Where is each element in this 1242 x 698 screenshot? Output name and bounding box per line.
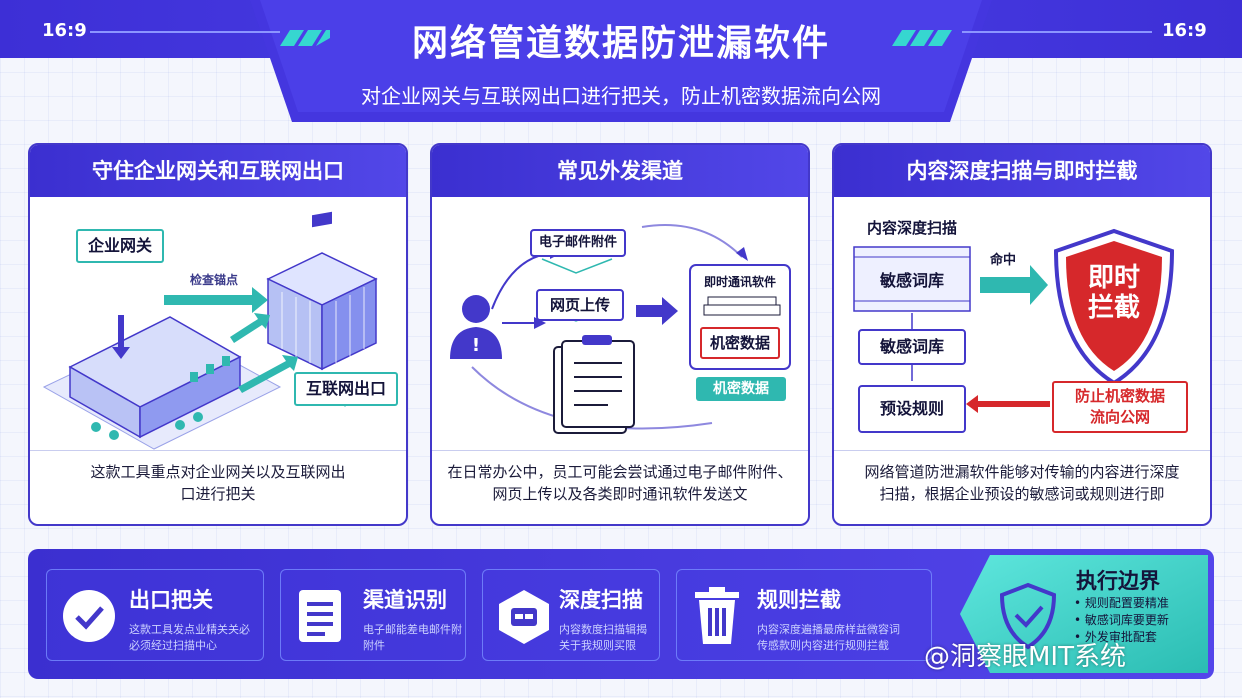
panel-channels-desc: 在日常办公中，员工可能会尝试通过电子邮件附件、 网页上传以及各类即时通讯软件发送…	[432, 450, 808, 524]
boundary-item: • 敏感词库要更新	[1074, 613, 1169, 627]
boundary-list: • 规则配置要精准 • 敏感词库要更新 • 外发审批配套	[1074, 595, 1169, 646]
feature-desc-scan-line1: 内容数度扫描辑揭	[559, 623, 647, 636]
feature-title-rule: 规则拦截	[757, 588, 841, 612]
feature-desc-exit-line2: 必须经过扫描中心	[129, 639, 217, 652]
preset-rule-label: 预设规则	[858, 385, 966, 433]
watermark: @洞察眼MIT系统	[924, 642, 1126, 672]
page-title: 网络管道数据防泄漏软件	[411, 23, 830, 64]
trash-icon	[695, 587, 739, 644]
header-rule-right	[892, 30, 1152, 46]
enterprise-gateway-label: 企业网关	[76, 229, 164, 263]
web-upload-label: 网页上传	[536, 289, 624, 321]
block-public-line2: 流向公网	[1089, 408, 1150, 426]
panel-scan-title: 内容深度扫描与即时拦截	[834, 145, 1210, 197]
feature-card-channel: 渠道识别 电子邮能差电邮件附 附件	[280, 569, 466, 661]
panel-gateway-desc-line2: 口进行把关	[180, 485, 256, 503]
panel-scan-desc-line1: 网络管道防泄漏软件能够对传输的内容进行深度	[864, 463, 1180, 481]
panel-channels-title: 常见外发渠道	[432, 145, 808, 197]
feature-desc-scan: 内容数度扫描辑揭 关于我规则买限	[559, 622, 647, 654]
gateway-illustration	[42, 211, 378, 450]
boundary-item-text: 外发审批配套	[1084, 630, 1157, 644]
boundary-title: 执行边界	[1076, 569, 1160, 593]
feature-desc-exit: 这款工具发点业精关关必 必须经过扫描中心	[129, 622, 250, 654]
instant-block-line2: 拦截	[1087, 293, 1140, 323]
lexicon-label-2: 敏感词库	[858, 329, 966, 365]
feature-desc-channel: 电子邮能差电邮件附 附件	[363, 622, 462, 654]
feature-desc-rule-line1: 内容深度遍播最席样益微容词	[757, 623, 900, 636]
panel-channels-desc-line1: 在日常办公中，员工可能会尝试通过电子邮件附件、	[447, 463, 793, 481]
boundary-item: • 外发审批配套	[1074, 630, 1157, 644]
hit-label: 命中	[990, 253, 1017, 268]
header-rule-left	[90, 30, 330, 46]
instant-block-text: 即时 拦截	[1066, 263, 1162, 323]
panel-channels: 常见外发渠道 !	[430, 143, 810, 526]
checkpoint-label: 检查锚点	[190, 273, 239, 287]
block-public-box: 防止机密数据 流向公网	[1052, 381, 1188, 433]
boundary-item-text: 敏感词库要更新	[1084, 613, 1169, 627]
block-public-line1: 防止机密数据	[1074, 387, 1165, 405]
document-icon	[553, 335, 635, 434]
check-icon	[63, 590, 115, 642]
feature-desc-exit-line1: 这款工具发点业精关关必	[129, 623, 250, 636]
page-subtitle: 对企业网关与互联网出口进行把关，防止机密数据流向公网	[361, 84, 881, 108]
execution-boundary-panel	[960, 555, 1208, 673]
feature-title-scan: 深度扫描	[559, 588, 643, 612]
panel-gateway-desc-line1: 这款工具重点对企业网关以及互联网出	[90, 463, 346, 481]
panel-gateway-desc: 这款工具重点对企业网关以及互联网出 口进行把关	[30, 450, 406, 524]
im-software-label: 即时通讯软件	[703, 275, 776, 289]
title-plate	[250, 0, 992, 122]
shield-icon	[1053, 228, 1175, 386]
feature-desc-channel-line2: 附件	[363, 639, 385, 652]
document-icon	[299, 590, 341, 642]
scan-icon	[499, 590, 549, 644]
feature-card-exit: 出口把关 这款工具发点业精关关必 必须经过扫描中心	[46, 569, 264, 661]
instant-block-line1: 即时	[1087, 263, 1140, 293]
panel-gateway-title: 守住企业网关和互联网出口	[30, 145, 406, 197]
panel-scan-desc-line2: 扫描，根据企业预设的敏感词或规则进行即	[879, 485, 1165, 503]
panel-channels-desc-line2: 网页上传以及各类即时通讯软件发送文	[492, 485, 748, 503]
panel-gateway: 守住企业网关和互联网出口 企业网关	[28, 143, 408, 526]
scan-illustration	[853, 228, 1175, 413]
internet-exit-label: 互联网出口	[294, 372, 398, 406]
aspect-ratio-left: 16:9	[42, 20, 87, 41]
lexicon-label-1: 敏感词库	[879, 271, 944, 290]
feature-card-scan: 深度扫描 内容数度扫描辑揭 关于我规则买限	[482, 569, 660, 661]
secret-data-tag: 机密数据	[696, 377, 786, 401]
feature-desc-rule: 内容深度遍播最席样益微容词 传感款则内容进行规则拦截	[757, 622, 900, 654]
feature-strip: 出口把关 这款工具发点业精关关必 必须经过扫描中心 渠道识别 电子邮能差电邮件附…	[28, 549, 1214, 679]
aspect-ratio-right: 16:9	[1162, 20, 1207, 41]
secret-data-box: 机密数据	[700, 327, 780, 359]
feature-desc-rule-line2: 传感款则内容进行规则拦截	[757, 639, 889, 652]
feature-desc-channel-line1: 电子邮能差电邮件附	[363, 623, 462, 636]
svg-text:!: !	[472, 335, 480, 356]
feature-title-exit: 出口把关	[129, 588, 213, 612]
email-attachment-label: 电子邮件附件	[530, 229, 626, 257]
deep-scan-label: 内容深度扫描	[866, 219, 957, 237]
boundary-item: • 规则配置要精准	[1074, 596, 1169, 610]
feature-desc-scan-line2: 关于我规则买限	[559, 639, 636, 652]
feature-title-channel: 渠道识别	[363, 588, 447, 612]
panel-scan: 内容深度扫描与即时拦截 内容深度扫描 敏感词库 敏感词库 预设规则 命中 即时 …	[832, 143, 1212, 526]
boundary-item-text: 规则配置要精准	[1084, 596, 1169, 610]
feature-card-rule: 规则拦截 内容深度遍播最席样益微容词 传感款则内容进行规则拦截	[676, 569, 932, 661]
panel-scan-desc: 网络管道防泄漏软件能够对传输的内容进行深度 扫描，根据企业预设的敏感词或规则进行…	[834, 450, 1210, 524]
